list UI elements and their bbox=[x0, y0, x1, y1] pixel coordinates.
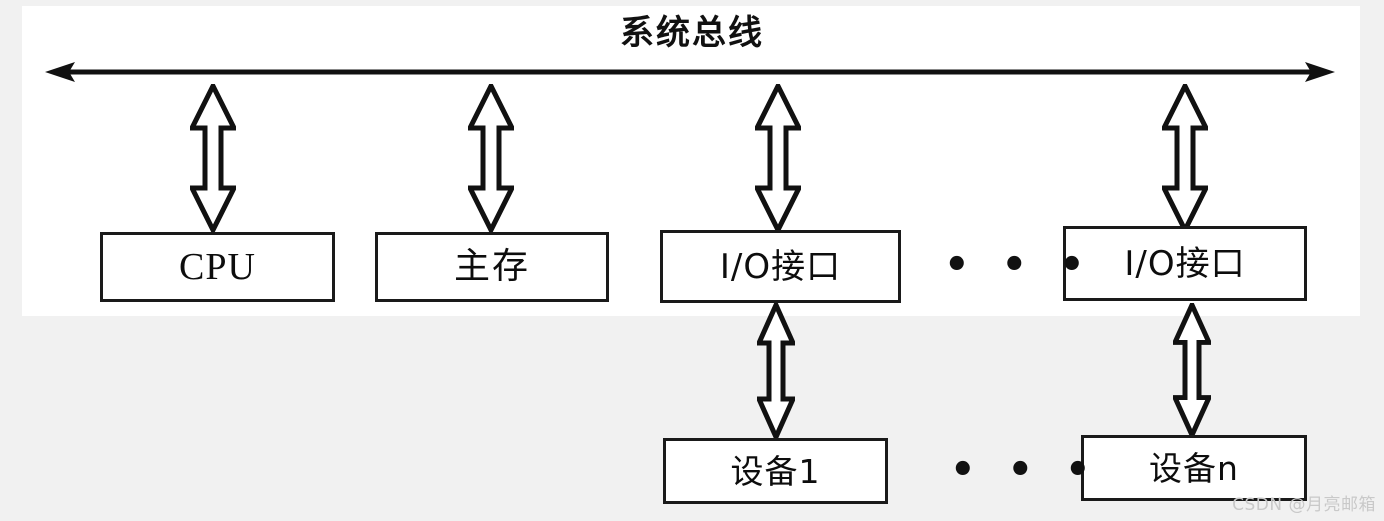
node-device-n[interactable]: 设备n bbox=[1081, 435, 1307, 501]
connector-bus-to-io-interface-n-icon bbox=[1162, 84, 1208, 232]
connector-io-interface-1-to-device-1-icon bbox=[757, 303, 795, 439]
node-io-interface-1[interactable]: I/O接口 bbox=[660, 230, 901, 303]
solid-arrow-left-icon bbox=[45, 62, 75, 82]
connector-bus-to-memory-icon bbox=[468, 84, 514, 232]
ellipsis-io-interfaces: • • • bbox=[944, 242, 1094, 288]
connector-bus-to-io-interface-1-icon bbox=[755, 84, 801, 232]
solid-arrow-right-icon bbox=[1305, 62, 1335, 82]
node-cpu[interactable]: CPU bbox=[100, 232, 335, 302]
node-io-interface-n[interactable]: I/O接口 bbox=[1063, 226, 1307, 301]
page-title: 系统总线 bbox=[620, 13, 764, 53]
system-bus-line bbox=[45, 62, 1335, 82]
connector-bus-to-cpu-icon bbox=[190, 84, 236, 232]
connector-io-interface-n-to-device-n-icon bbox=[1173, 303, 1211, 437]
node-device-1[interactable]: 设备1 bbox=[663, 438, 888, 504]
watermark: CSDN @月亮邮箱 bbox=[1232, 495, 1376, 515]
ellipsis-devices: • • • bbox=[950, 447, 1100, 493]
node-main-memory[interactable]: 主存 bbox=[375, 232, 609, 302]
